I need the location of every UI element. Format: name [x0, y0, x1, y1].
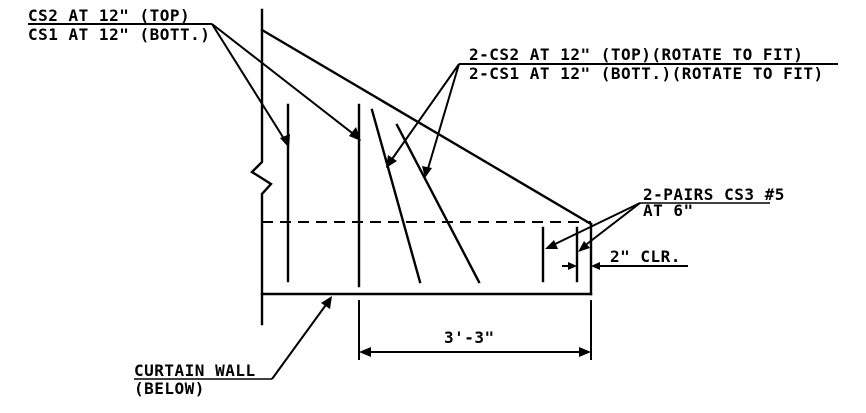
clearance-label: 2" CLR. — [610, 247, 681, 266]
note-top-right-line2: 2-CS1 AT 12" (BOTT.)(ROTATE TO FIT) — [469, 64, 824, 83]
bar-rotated-2 — [395, 123, 481, 284]
slab-sloped-edge — [260, 28, 593, 226]
dimension-3ft-3in: 3'-3" — [358, 300, 592, 360]
note-right-pairs-line2: AT 6" — [643, 201, 694, 220]
bar-rotated-1 — [370, 108, 422, 284]
note-right-pairs-line1: 2-PAIRS CS3 #5 — [643, 185, 785, 204]
note-bottom-left-line2: (BELOW) — [134, 379, 205, 398]
note-right-pairs: 2-PAIRS CS3 #5 AT 6" — [545, 185, 785, 252]
note-bottom-left: CURTAIN WALL (BELOW) — [134, 296, 332, 398]
note-top-left-line2: CS1 AT 12" (BOTT.) — [28, 25, 210, 44]
wall-break-line — [250, 8, 273, 326]
clearance-callout: 2" CLR. — [562, 247, 688, 270]
note-top-right: 2-CS2 AT 12" (TOP)(ROTATE TO FIT) 2-CS1 … — [386, 45, 838, 178]
note-top-left: CS2 AT 12" (TOP) CS1 AT 12" (BOTT.) — [28, 6, 361, 148]
dimension-label: 3'-3" — [444, 328, 495, 347]
note-bottom-left-line1: CURTAIN WALL — [134, 361, 256, 380]
note-top-right-line1: 2-CS2 AT 12" (TOP)(ROTATE TO FIT) — [469, 45, 803, 64]
note-top-left-line1: CS2 AT 12" (TOP) — [28, 6, 190, 25]
